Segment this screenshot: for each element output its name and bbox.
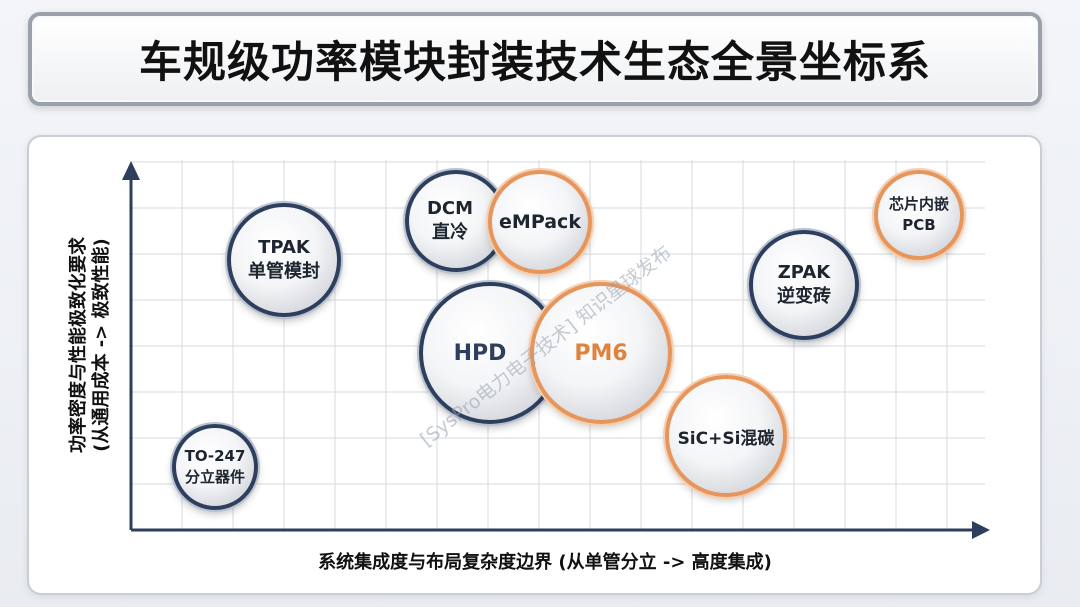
node-dcm-line2: 直冷: [432, 222, 468, 243]
node-chip-pcb-line1: 芯片内嵌: [888, 195, 949, 213]
node-chip-pcb: 芯片内嵌 PCB: [874, 170, 964, 260]
node-to247-line2: 分立器件: [184, 468, 245, 486]
node-to247: TO-247 分立器件: [172, 424, 258, 510]
node-zpak-line2: 逆变砖: [777, 286, 831, 307]
page-title: 车规级功率模块封装技术生态全景坐标系: [139, 38, 931, 88]
node-chip-pcb-line2: PCB: [902, 216, 936, 234]
x-axis-arrow-icon: [972, 521, 990, 539]
node-zpak-line1: ZPAK: [777, 262, 831, 283]
node-dcm-line1: DCM: [426, 198, 474, 219]
node-sic-si: SiC+Si混碳: [665, 375, 787, 497]
node-sic-si-line1: SiC+Si混碳: [677, 428, 775, 449]
node-tpak-line1: TPAK: [258, 237, 310, 258]
node-empack: eMPack: [488, 170, 592, 274]
node-tpak-line2: 单管模封: [248, 261, 320, 282]
y-axis-label-line1: 功率密度与性能极致化要求: [68, 237, 89, 453]
x-axis-label: 系统集成度与布局复杂度边界 (从单管分立 -> 高度集成): [318, 552, 772, 573]
node-pm6-line1: PM6: [574, 340, 628, 366]
node-zpak: ZPAK 逆变砖: [749, 230, 859, 340]
y-axis-label: 功率密度与性能极致化要求 (从通用成本 -> 极致性能): [67, 237, 113, 453]
node-pm6: PM6: [530, 282, 672, 424]
y-axis-arrow-icon: [122, 161, 140, 180]
node-tpak: TPAK 单管模封: [227, 203, 341, 317]
node-hpd-line1: HPD: [453, 340, 507, 366]
y-axis-label-line2: (从通用成本 -> 极致性能): [91, 238, 112, 452]
node-empack-line1: eMPack: [499, 211, 581, 233]
node-to247-line1: TO-247: [184, 447, 246, 465]
title-banner: 车规级功率模块封装技术生态全景坐标系: [28, 12, 1042, 106]
